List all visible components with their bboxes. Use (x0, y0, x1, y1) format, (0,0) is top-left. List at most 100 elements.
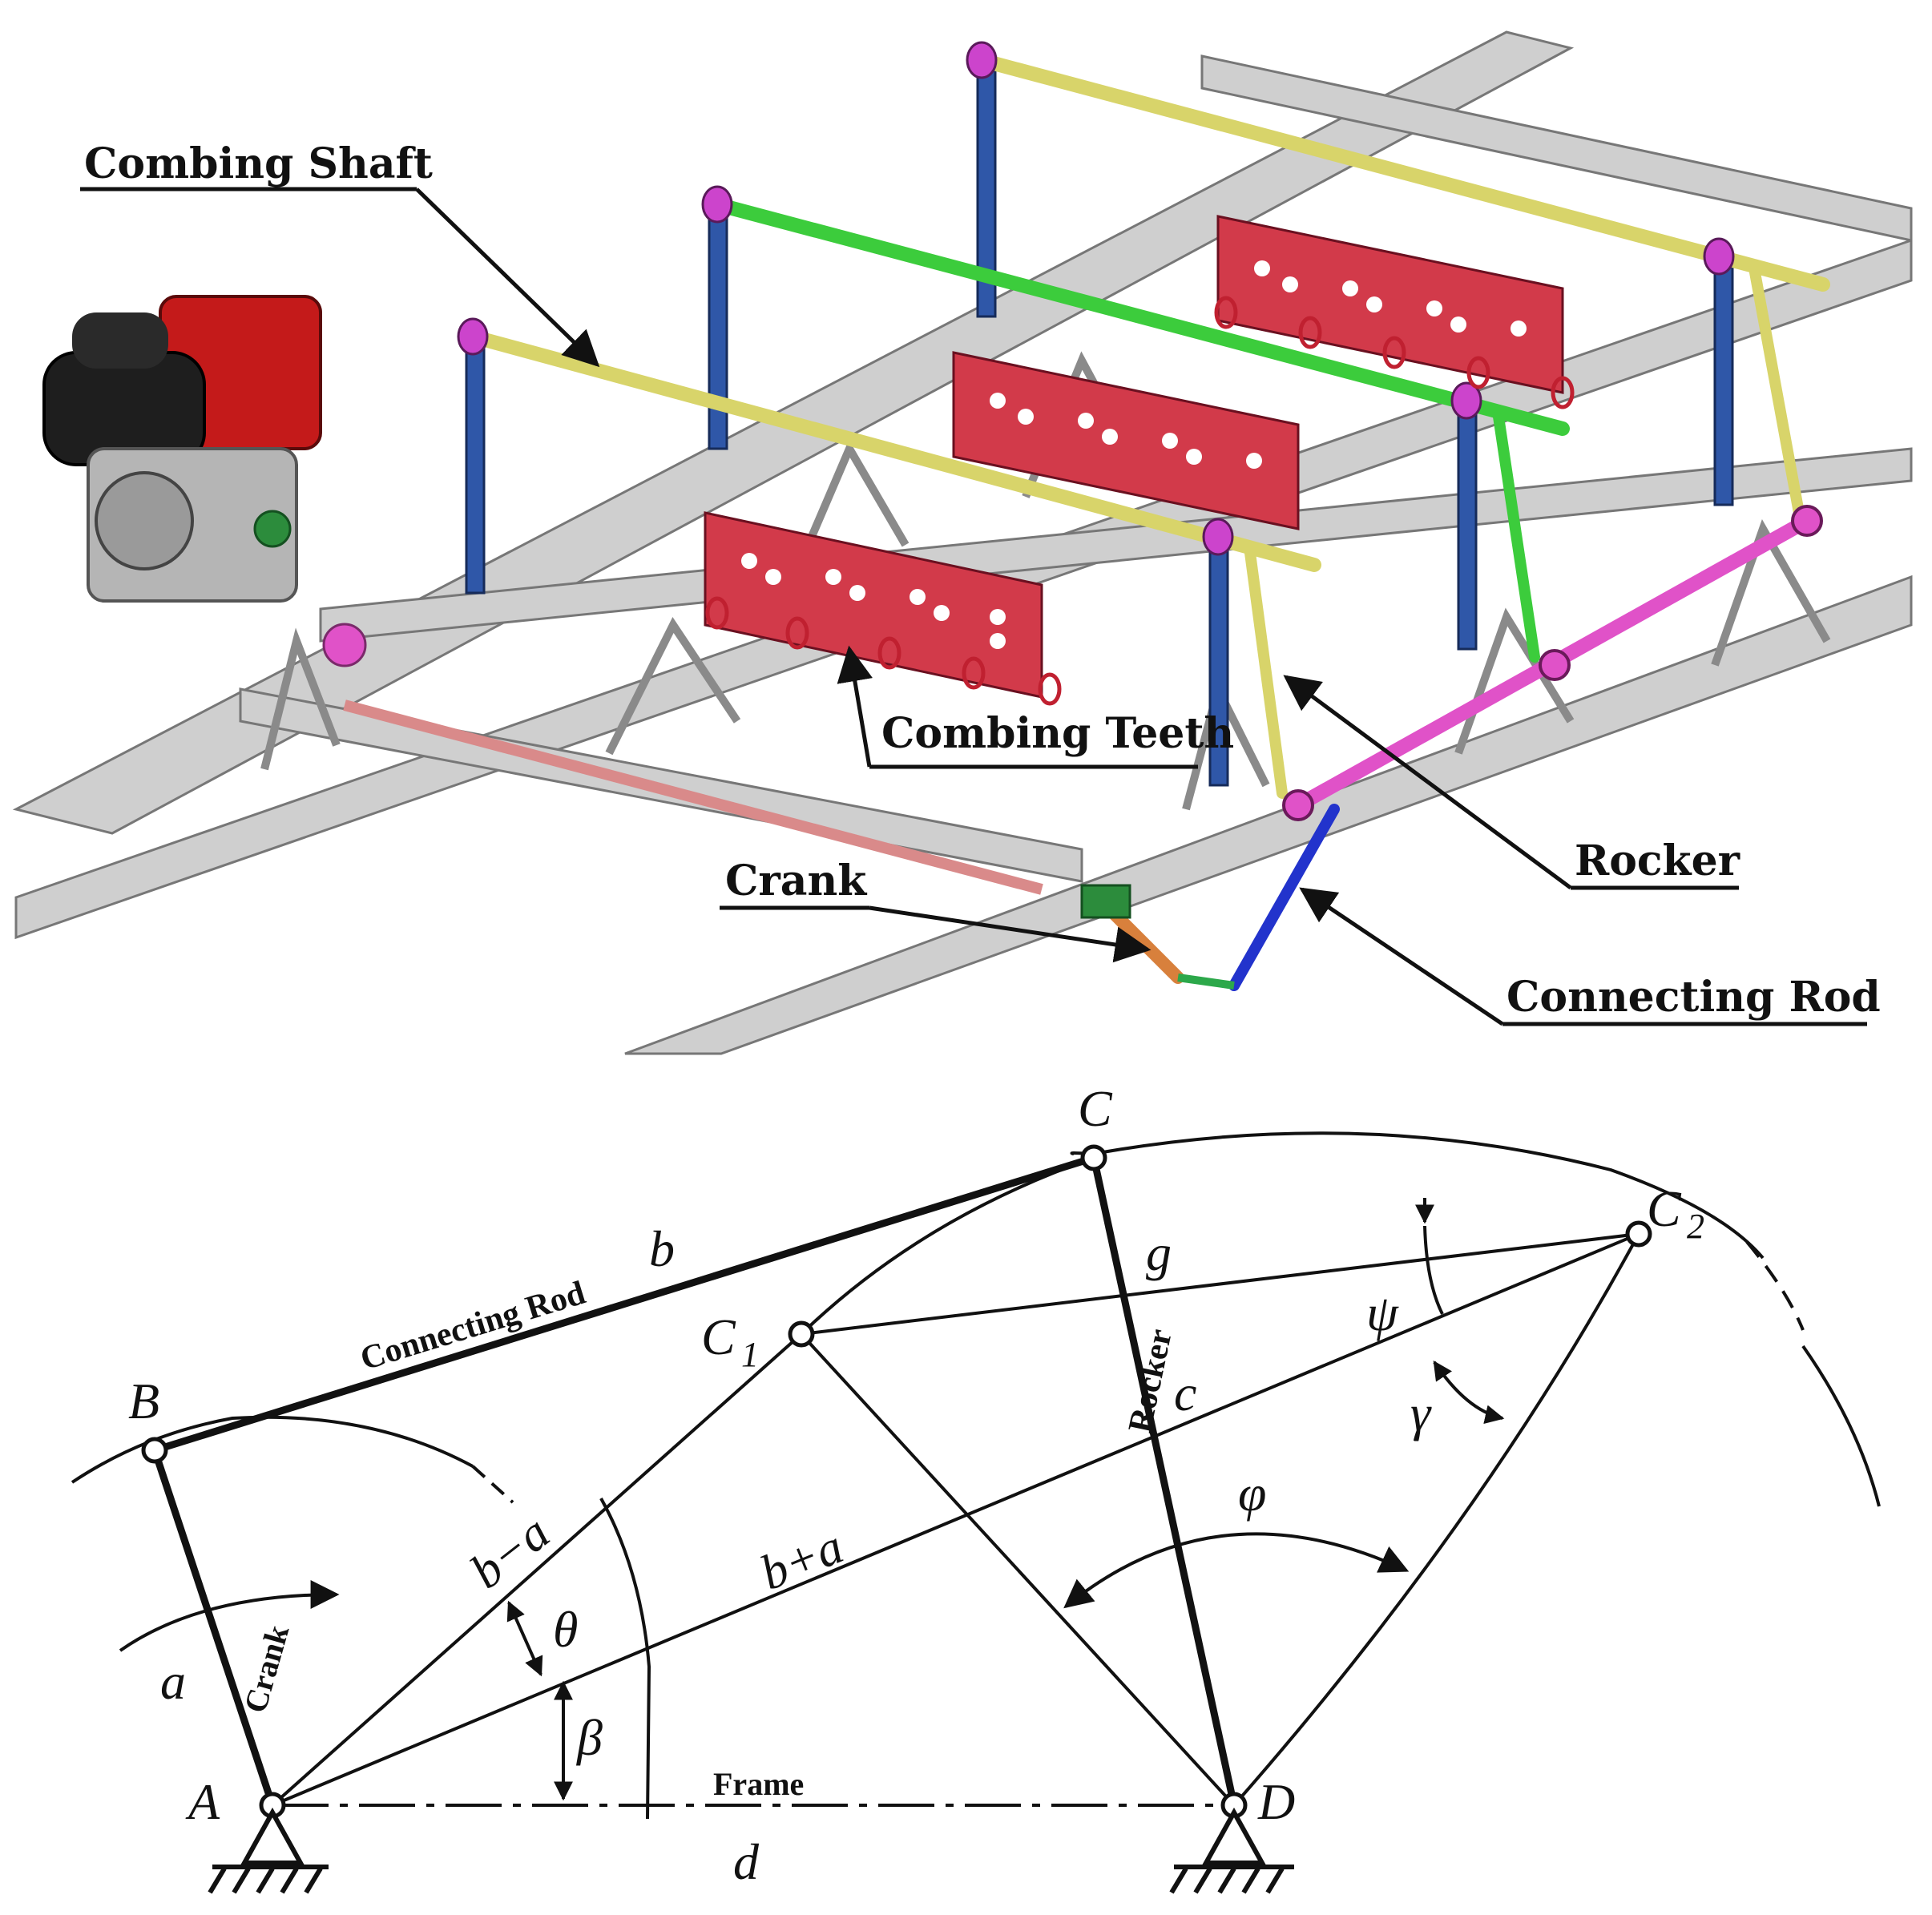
link-label-b-minus-a: b−a (461, 1506, 560, 1600)
drive-rod (343, 699, 1043, 895)
hole (1426, 300, 1442, 316)
rocker-circle-arc (1093, 1131, 1765, 1260)
point-label-b: B (128, 1373, 159, 1429)
hole (1018, 409, 1034, 425)
top-labels: Combing Shaft Combing Teeth Rocker Crank… (80, 139, 1881, 1026)
angle-label-beta: β (575, 1709, 603, 1766)
shafts (466, 53, 1830, 572)
crank-circle-dashed (471, 1465, 514, 1504)
point-label-c2: C (1647, 1180, 1682, 1237)
bearing-1 (457, 317, 489, 356)
link-crank-ab (151, 1449, 276, 1807)
hole (934, 605, 950, 621)
hole (1246, 453, 1262, 469)
bearing-3 (966, 41, 998, 79)
link-name-frame: Frame (713, 1766, 804, 1802)
hole (1366, 296, 1382, 312)
engine (42, 295, 367, 667)
arrow-crank-rotation (119, 1580, 340, 1652)
hole (741, 553, 757, 569)
label-rocker: Rocker (1575, 837, 1740, 885)
hole (1186, 449, 1202, 465)
ring (785, 616, 809, 650)
joint (1539, 649, 1571, 681)
hole (825, 569, 841, 585)
hatch (232, 1867, 251, 1894)
line-c1-c2 (801, 1232, 1640, 1336)
point-label-c: C (1078, 1080, 1113, 1137)
combing-teeth-panels (704, 215, 1564, 699)
ground-support-d (1169, 1807, 1294, 1894)
arc-gamma (1433, 1361, 1505, 1425)
hole (1342, 280, 1358, 296)
bearings (457, 41, 1735, 556)
hatch (280, 1867, 299, 1894)
ring (1214, 296, 1238, 329)
post-6 (1713, 263, 1734, 506)
support-triangle-a (240, 1807, 305, 1865)
rocker-circle-dashed (1745, 1240, 1805, 1331)
joint (1791, 505, 1823, 537)
support-triangle-d (1201, 1807, 1267, 1865)
point-label-c2-sub: 2 (1687, 1207, 1704, 1246)
hatch (1169, 1867, 1188, 1894)
truss-7 (260, 627, 341, 771)
hatch (256, 1867, 275, 1894)
joints (141, 1144, 1652, 1819)
bearing-5 (1450, 381, 1482, 420)
joint (1282, 789, 1314, 821)
hatch (1193, 1867, 1212, 1894)
bearing-2 (701, 185, 733, 224)
hatch (1241, 1867, 1260, 1894)
link-label-d: d (733, 1833, 760, 1890)
point-label-c1-sub: 1 (741, 1335, 759, 1374)
link-label-c: c (1174, 1365, 1196, 1421)
frame-rail-back (1200, 54, 1913, 242)
point-label-d: D (1257, 1773, 1295, 1830)
link-connecting-rod-bc (153, 1154, 1095, 1454)
arrow-combing-teeth (837, 645, 873, 768)
joint-c2 (1625, 1220, 1652, 1248)
hole (910, 589, 926, 605)
psi-arc (1423, 1225, 1444, 1315)
ring (1382, 336, 1406, 369)
angle-label-psi: ψ (1366, 1284, 1399, 1341)
bottom-panel (71, 1131, 1881, 1894)
bearing-4 (1202, 518, 1234, 556)
combing-shaft-front (466, 329, 1321, 572)
coupler-joints (1282, 505, 1823, 821)
angle-label-phi: φ (1238, 1465, 1266, 1522)
hole (1282, 276, 1298, 292)
hole (1511, 321, 1527, 337)
crank-circle-arc (71, 1415, 474, 1484)
link-label-g: g (1146, 1224, 1172, 1281)
angle-label-gamma: γ (1410, 1385, 1432, 1441)
angle-label-theta: θ (553, 1601, 578, 1658)
line-a-c1 (271, 1332, 803, 1807)
arrow-connecting-rod (1299, 887, 1504, 1026)
post-5 (1457, 407, 1478, 651)
hole (1078, 413, 1094, 429)
ring (1551, 376, 1575, 409)
hatch (304, 1867, 323, 1894)
ring (877, 636, 901, 670)
point-label-c1: C (701, 1308, 736, 1365)
joint-c (1080, 1144, 1107, 1171)
line-c1-d (800, 1332, 1236, 1807)
ring (1038, 672, 1062, 706)
angle-arc-a (599, 1498, 651, 1820)
connecting-rod-3d (1228, 804, 1340, 991)
crank-pin (1177, 974, 1235, 990)
combing-shaft-middle (710, 197, 1570, 436)
rocker-front (1244, 547, 1288, 799)
label-combing-shaft: Combing Shaft (84, 139, 433, 188)
joint-b (141, 1437, 168, 1464)
post-1 (465, 343, 486, 595)
rocker-back (1749, 267, 1805, 518)
frame-trusses (260, 351, 1831, 811)
hatch (208, 1867, 227, 1894)
hole (1254, 260, 1270, 276)
ground-support-a (208, 1807, 329, 1894)
arrow-theta (506, 1600, 543, 1677)
